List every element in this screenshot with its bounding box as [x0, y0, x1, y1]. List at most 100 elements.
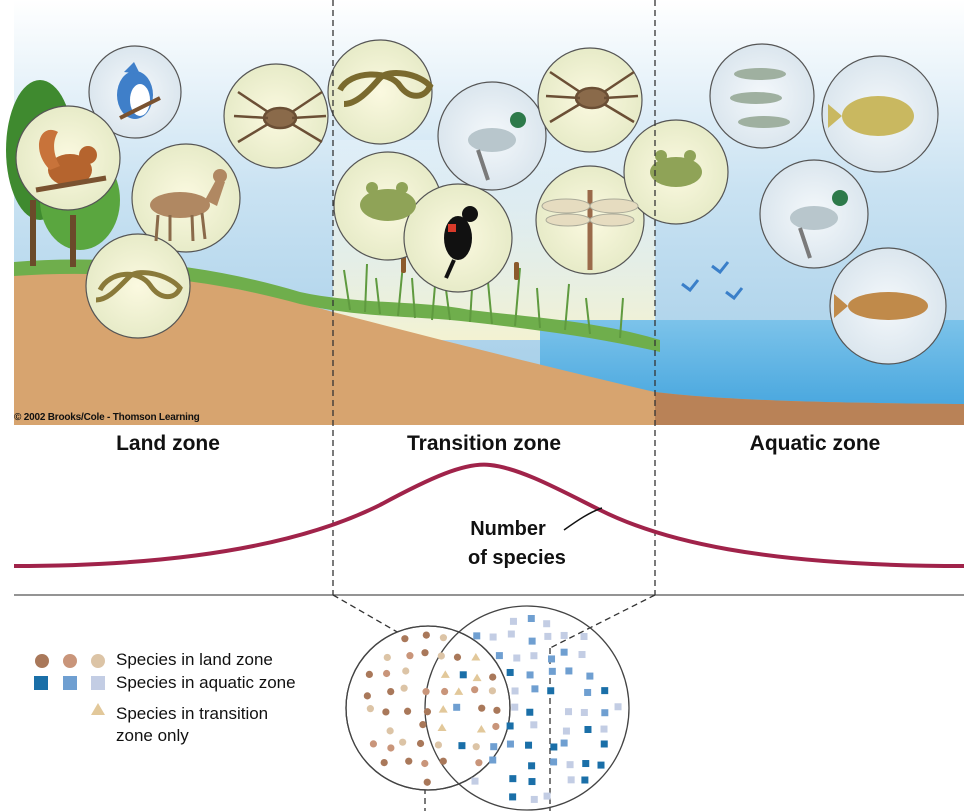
- aquatic-species-square: [510, 618, 517, 625]
- aquatic-species-square: [509, 775, 516, 782]
- aquatic-species-square: [528, 778, 535, 785]
- land-species-dot: [367, 705, 374, 712]
- aquatic-species-square: [508, 631, 515, 638]
- legend-land-dot-1: [35, 654, 49, 668]
- aquatic-species-square: [580, 633, 587, 640]
- aquatic-species-square: [597, 762, 604, 769]
- aquatic-species-square: [565, 667, 572, 674]
- aquatic-species-square: [544, 793, 551, 800]
- aquatic-species-square: [530, 652, 537, 659]
- aquatic-species-square: [507, 741, 514, 748]
- land-species-dot: [417, 740, 424, 747]
- legend-aquatic-square-3: [91, 676, 105, 690]
- land-species-dot: [421, 649, 428, 656]
- curve-label-line-1: Number: [448, 518, 568, 541]
- aquatic-species-square: [550, 758, 557, 765]
- land-species-dot: [441, 688, 448, 695]
- aquatic-zone-label: Aquatic zone: [665, 432, 964, 456]
- aquatic-species-square: [509, 793, 516, 800]
- land-species-dot: [387, 688, 394, 695]
- land-species-dot: [364, 692, 371, 699]
- aquatic-species-square: [458, 742, 465, 749]
- land-species-dot: [383, 670, 390, 677]
- land-species-dot: [370, 740, 377, 747]
- aquatic-species-square: [601, 726, 608, 733]
- aquatic-species-square: [496, 652, 503, 659]
- legend-aquatic-square-1: [34, 676, 48, 690]
- aquatic-species-square: [531, 796, 538, 803]
- aquatic-species-square: [581, 777, 588, 784]
- legend-markers: [34, 654, 105, 715]
- aquatic-species-square: [548, 655, 555, 662]
- aquatic-species-square: [528, 762, 535, 769]
- aquatic-species-square: [490, 634, 497, 641]
- land-species-dot: [478, 705, 485, 712]
- aquatic-species-square: [601, 740, 608, 747]
- snake-disc-transition: [328, 40, 432, 144]
- aquatic-species-square: [511, 704, 518, 711]
- land-species-dot: [421, 760, 428, 767]
- aquatic-species-square: [543, 620, 550, 627]
- legend-aquatic-square-2: [63, 676, 77, 690]
- land-species-dot: [454, 654, 461, 661]
- aquatic-species-square: [563, 728, 570, 735]
- land-species-dot: [423, 631, 430, 638]
- aquatic-species-square: [550, 743, 557, 750]
- land-species-dot: [424, 779, 431, 786]
- land-species-dot: [489, 687, 496, 694]
- land-species-dot: [366, 671, 373, 678]
- curve-label-line-2: of species: [448, 547, 628, 570]
- land-species-dot: [475, 759, 482, 766]
- aquatic-species-square: [568, 776, 575, 783]
- curve-label-pointer: [564, 508, 602, 530]
- land-species-dot: [471, 686, 478, 693]
- land-species-dot: [382, 708, 389, 715]
- land-species-dot: [399, 739, 406, 746]
- aquatic-species-square: [489, 757, 496, 764]
- land-species-dot: [435, 741, 442, 748]
- aquatic-species-square: [513, 655, 520, 662]
- land-species-dot: [473, 743, 480, 750]
- aquatic-species-square: [526, 709, 533, 716]
- aquatic-species-square: [525, 742, 532, 749]
- aquatic-species-square: [582, 760, 589, 767]
- land-species-dot: [492, 723, 499, 730]
- legend-transition-triangle: [91, 703, 105, 715]
- land-species-dot: [384, 654, 391, 661]
- land-species-dot: [419, 721, 426, 728]
- aquatic-species-square: [544, 633, 551, 640]
- legend-aquatic-label: Species in aquatic zone: [116, 673, 296, 693]
- land-species-dot: [401, 685, 408, 692]
- legend-transition-label-1: Species in transition: [116, 704, 268, 724]
- land-species-dot: [381, 759, 388, 766]
- aquatic-species-square: [581, 709, 588, 716]
- aquatic-species-square: [531, 685, 538, 692]
- legend-land-label: Species in land zone: [116, 650, 273, 670]
- land-species-dot: [422, 688, 429, 695]
- land-species-dot: [440, 634, 447, 641]
- aquatic-species-square: [561, 740, 568, 747]
- aquatic-species-square: [529, 638, 536, 645]
- land-species-dot: [387, 744, 394, 751]
- land-species-dot: [493, 707, 500, 714]
- aquatic-species-square: [549, 668, 556, 675]
- aquatic-species-square: [586, 673, 593, 680]
- land-species-dot: [402, 667, 409, 674]
- aquatic-species-square: [547, 687, 554, 694]
- aquatic-species-square: [490, 743, 497, 750]
- aquatic-species-square: [579, 651, 586, 658]
- land-zone-label: Land zone: [18, 432, 318, 456]
- legend-land-dot-2: [63, 654, 77, 668]
- land-species-dot: [405, 758, 412, 765]
- aquatic-species-square: [565, 708, 572, 715]
- land-species-dot: [404, 708, 411, 715]
- aquatic-species-square: [453, 704, 460, 711]
- legend-transition-label-2: zone only: [116, 726, 189, 746]
- aquatic-species-square: [507, 669, 514, 676]
- aquatic-species-square: [527, 671, 534, 678]
- aquatic-species-square: [561, 632, 568, 639]
- legend-land-dot-3: [91, 654, 105, 668]
- land-species-dot: [440, 758, 447, 765]
- land-species-dot: [401, 635, 408, 642]
